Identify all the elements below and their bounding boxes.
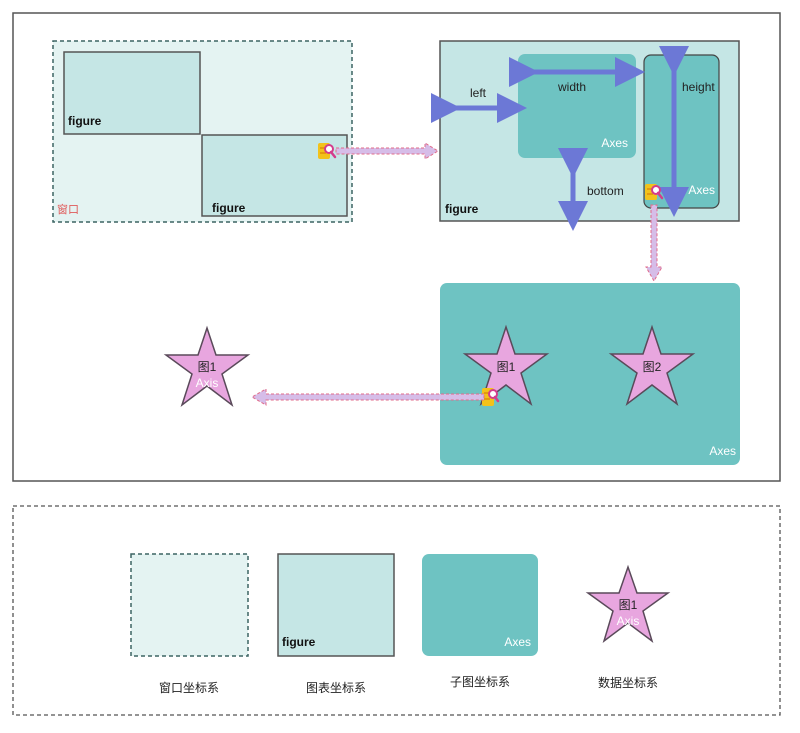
legend-data-star-subtitle: Axis — [617, 614, 640, 628]
dim-left-label: left — [470, 86, 487, 100]
axes-detail-panel: Axes 图1 图2 — [440, 283, 740, 465]
legend-figure-inner-label: figure — [282, 635, 316, 649]
zoom-magnifier-icon — [482, 388, 500, 406]
figure-detail-panel: figure Axes Axes left width height botto… — [431, 40, 740, 231]
star-shape-1 — [462, 324, 550, 407]
window-panel: figure figure 窗口 — [52, 40, 353, 223]
window-label: 窗口 — [57, 202, 79, 216]
window-figure-top-label: figure — [68, 114, 102, 128]
window-figure-bottom-label: figure — [212, 201, 246, 215]
legend-axes-swatch — [422, 554, 538, 656]
legend-frame — [12, 505, 781, 716]
window-figure-top — [63, 51, 201, 135]
legend-axes-inner-label: Axes — [504, 635, 531, 649]
figure-detail-label: figure — [445, 202, 479, 216]
flow-arrow-figure-to-axes — [645, 204, 663, 283]
data-star-title: 图1 — [198, 360, 217, 374]
legend-axes-caption: 子图坐标系 — [450, 675, 510, 689]
legend-window-caption: 窗口坐标系 — [159, 681, 219, 695]
dim-bottom-label: bottom — [587, 184, 624, 198]
zoom-magnifier-icon — [318, 143, 337, 159]
star-1-label: 图1 — [497, 360, 516, 374]
dim-height-label: height — [682, 80, 715, 94]
legend-item-axes: Axes 子图坐标系 — [422, 554, 538, 689]
star-2-label: 图2 — [643, 360, 662, 374]
axes-detail-label: Axes — [709, 444, 736, 458]
star-shape-2 — [608, 324, 696, 407]
legend-item-data: 图1 Axis 数据坐标系 — [585, 564, 671, 690]
data-star: 图1 Axis — [163, 325, 251, 408]
data-star-subtitle: Axis — [196, 376, 219, 390]
axes-box-b-label: Axes — [688, 183, 715, 197]
legend-data-star-shape — [585, 564, 671, 643]
flow-arrow-axes-to-data — [250, 388, 485, 406]
legend-figure-caption: 图表坐标系 — [306, 681, 366, 695]
data-star-shape — [163, 325, 251, 408]
flow-arrow-window-to-figure — [335, 142, 439, 160]
legend-item-figure: figure 图表坐标系 — [277, 553, 395, 695]
axes-box-a-label: Axes — [601, 136, 628, 150]
zoom-magnifier-icon — [645, 184, 664, 200]
legend-window-swatch — [130, 553, 249, 657]
legend-data-star-title: 图1 — [619, 598, 638, 612]
dim-width-label: width — [557, 80, 586, 94]
legend-figure-swatch — [277, 553, 395, 657]
legend-data-caption: 数据坐标系 — [598, 675, 658, 690]
legend-item-window: 窗口坐标系 — [130, 553, 249, 695]
